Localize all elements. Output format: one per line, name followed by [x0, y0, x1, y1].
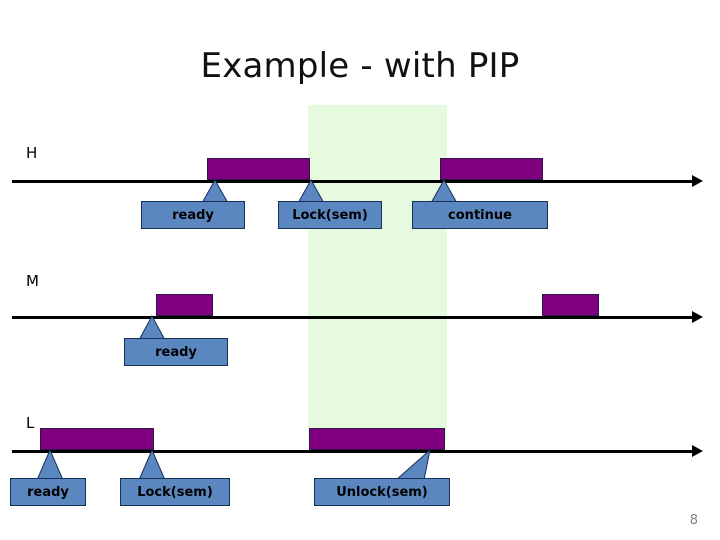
callout-body-low-2: Lock(sem): [120, 478, 230, 506]
row-label-low: L: [26, 414, 35, 432]
callout-body-high-2: Lock(sem): [278, 201, 382, 229]
callout-pointer-low-3: [394, 448, 431, 481]
callout-body-medium-1: ready: [124, 338, 228, 366]
callout-label-text: ready: [27, 484, 69, 500]
timeline-axis-low: [12, 450, 692, 453]
page-title: Example - with PIP: [200, 46, 520, 86]
callout-label-text: Lock(sem): [137, 484, 213, 500]
callout-body-high-3: continue: [412, 201, 548, 229]
callout-body-high-1: ready: [141, 201, 245, 229]
callout-label-text: Lock(sem): [292, 207, 368, 223]
callout-body-low-3: Unlock(sem): [314, 478, 450, 506]
timeline-axis-medium: [12, 316, 692, 319]
callout-pointer-low-2: [138, 448, 166, 481]
page-number: 8: [689, 513, 698, 528]
priority-inheritance-highlight-band: [308, 105, 447, 440]
row-label-medium: M: [26, 272, 39, 290]
execution-bar-low-1: [40, 428, 154, 450]
execution-bar-high-1: [207, 158, 310, 180]
timeline-arrowhead-medium: [692, 311, 703, 323]
callout-label-text: ready: [172, 207, 214, 223]
execution-bar-medium-2: [542, 294, 599, 316]
callout-label-text: Unlock(sem): [336, 484, 428, 500]
timeline-arrowhead-high: [692, 175, 703, 187]
callout-label-text: continue: [448, 207, 512, 223]
callout-pointer-high-3: [430, 178, 458, 204]
callout-pointer-high-1: [201, 178, 229, 204]
timeline-arrowhead-low: [692, 445, 703, 457]
execution-bar-low-2: [309, 428, 445, 450]
callout-pointer-high-2: [297, 178, 325, 204]
timeline-axis-high: [12, 180, 692, 183]
row-label-high: H: [26, 144, 38, 162]
callout-body-low-1: ready: [10, 478, 86, 506]
callout-label-text: ready: [155, 344, 197, 360]
execution-bar-medium-1: [156, 294, 213, 316]
execution-bar-high-2: [440, 158, 543, 180]
callout-pointer-low-1: [36, 448, 64, 481]
callout-pointer-medium-1: [138, 314, 166, 341]
